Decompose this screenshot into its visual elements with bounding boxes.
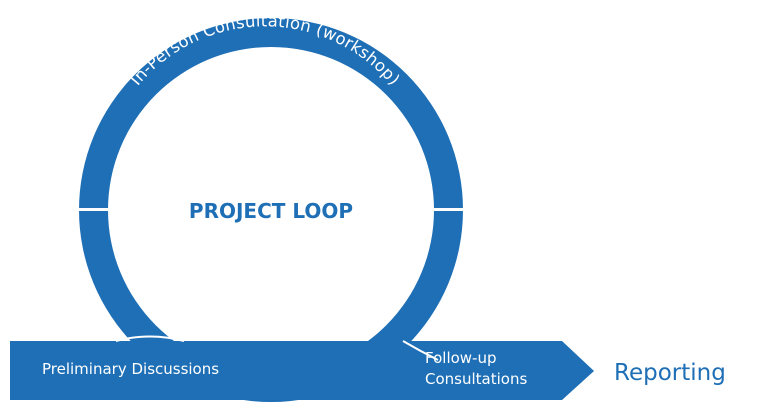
band-label-followup-line2: Consultations <box>425 370 527 388</box>
band-label-followup-line1: Follow-up <box>425 349 497 367</box>
band-label-preliminary: Preliminary Discussions <box>42 360 219 378</box>
process-band-arrow <box>10 341 594 400</box>
ring-divider-left <box>79 208 109 211</box>
center-title: PROJECT LOOP <box>189 199 353 223</box>
ring-band-overlap-line-left <box>115 335 185 342</box>
reporting-label: Reporting <box>614 360 726 386</box>
ring-band-overlap-line-right <box>402 340 439 361</box>
ring-divider-right <box>433 208 464 211</box>
